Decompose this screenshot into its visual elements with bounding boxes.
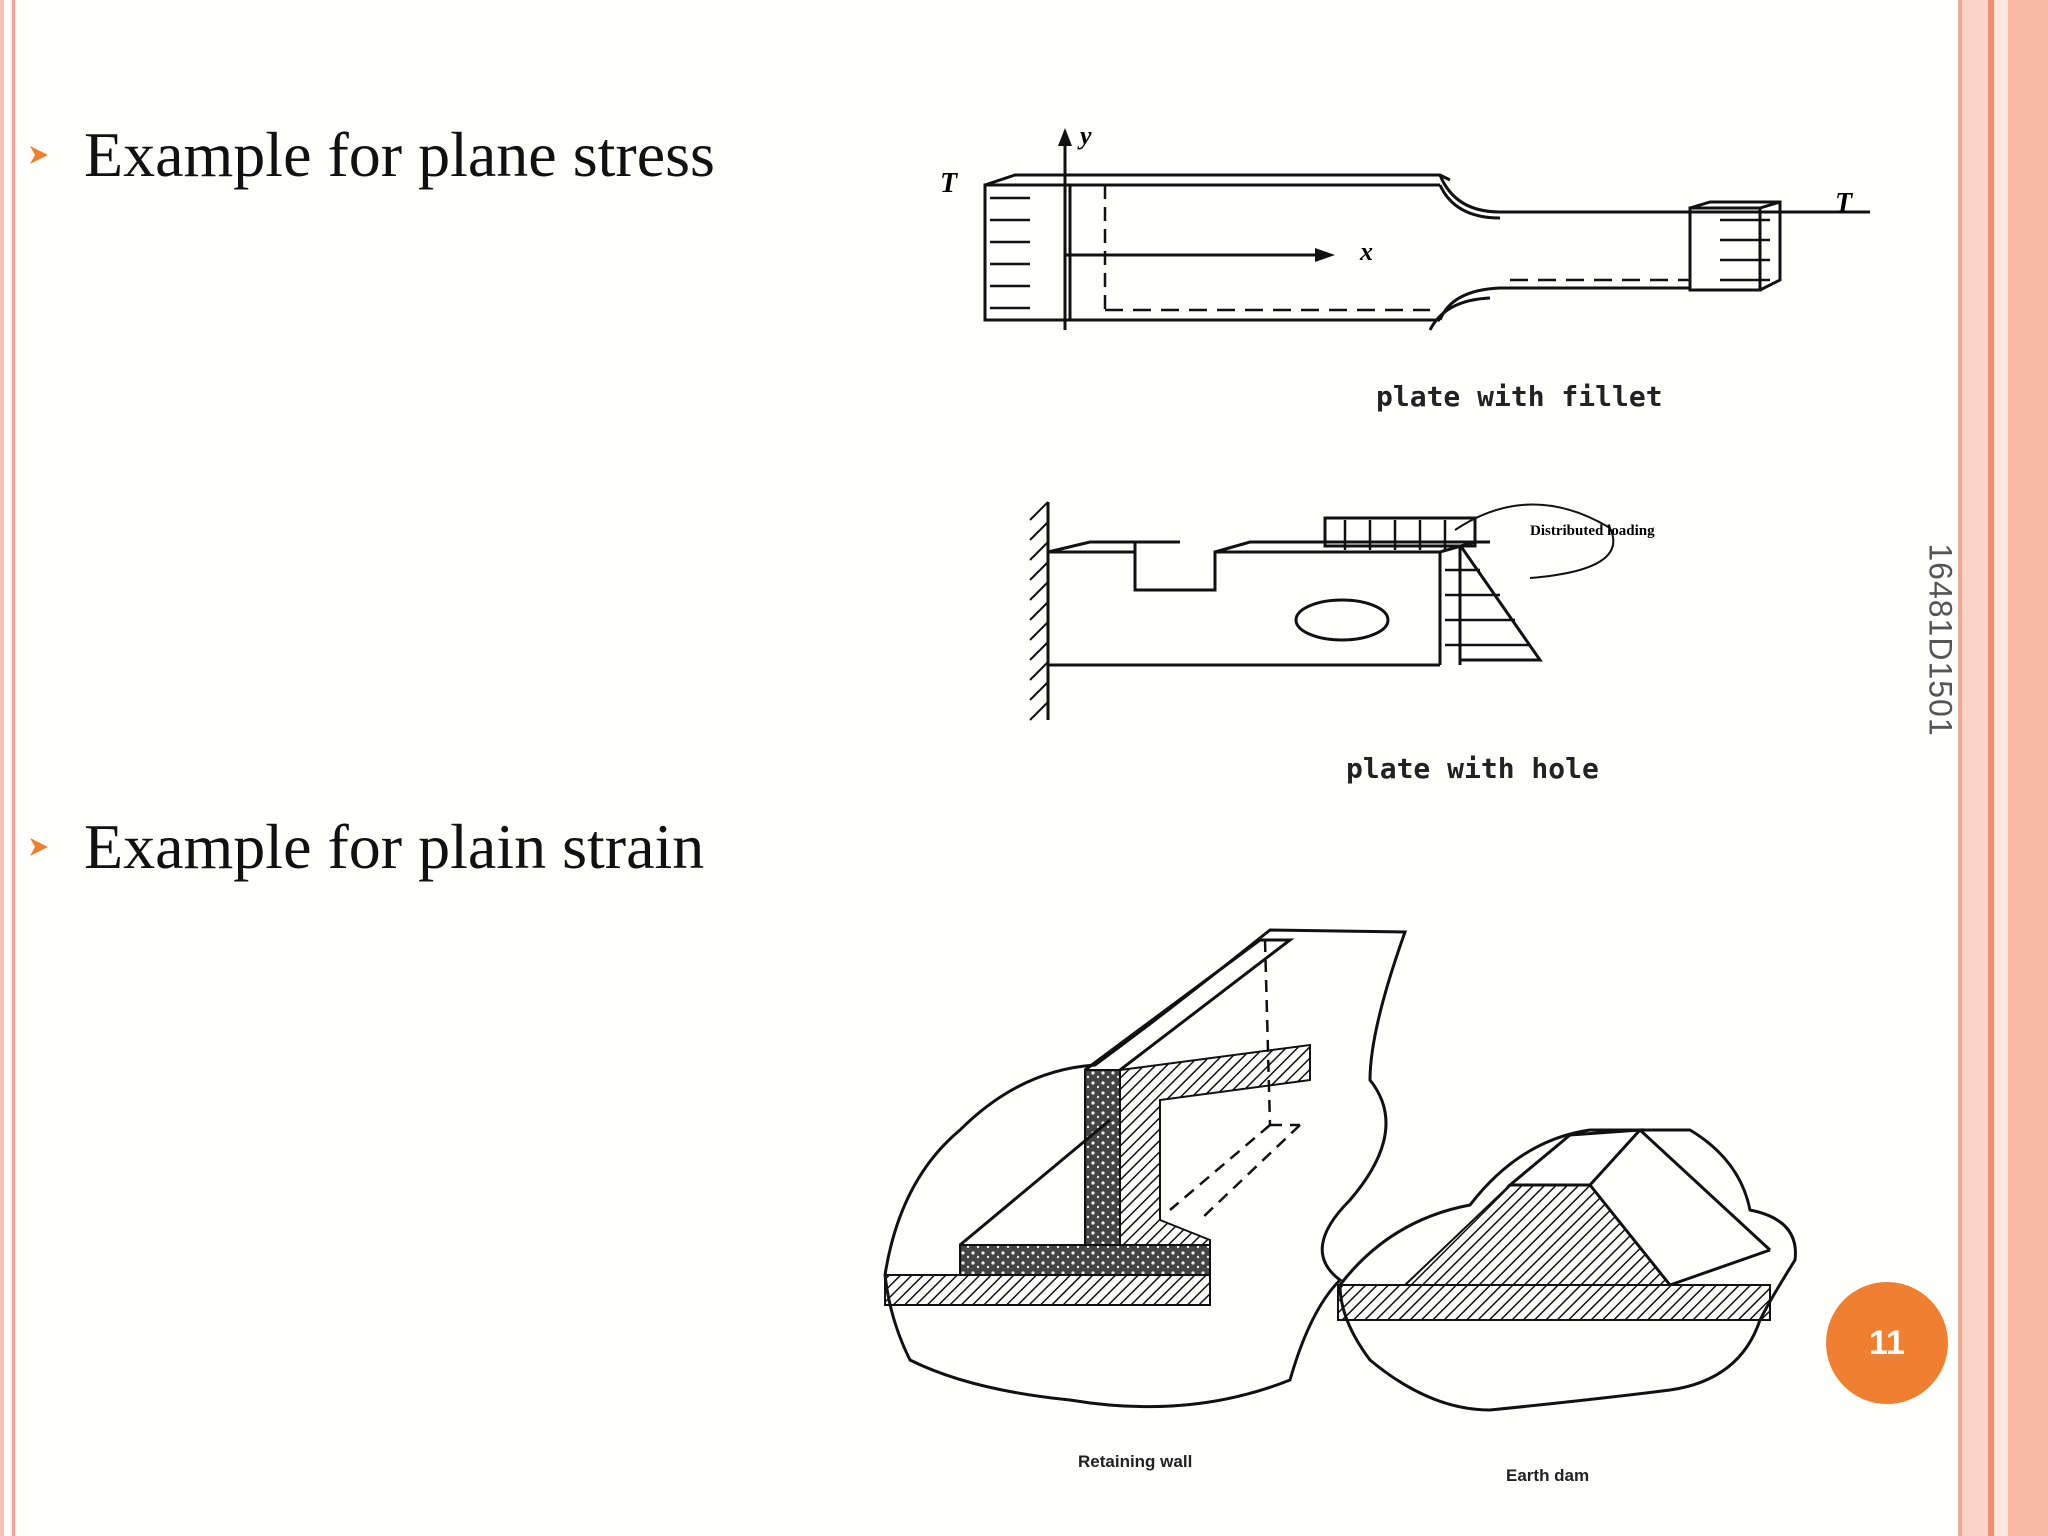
vertical-id-text: 16481D1501 — [1922, 543, 1959, 737]
right-border-outer — [1988, 0, 1994, 1536]
caption-plate-with-hole: plate with hole — [1346, 752, 1599, 785]
caption-retaining-wall: Retaining wall — [1078, 1452, 1193, 1471]
bullet-text: Example for plain strain — [84, 811, 705, 882]
right-traction-arrows — [1720, 218, 1770, 282]
right-border-gap — [1994, 0, 2008, 1536]
arrow-bullet-icon — [30, 146, 48, 164]
plate-with-fillet-figure: T T y x — [940, 121, 1870, 331]
bullet-text: Example for plane stress — [84, 119, 715, 190]
page-number-badge: 11 — [1826, 1282, 1948, 1404]
plane-strain-figure: Retaining wall — [883, 928, 1797, 1412]
distributed-load-arrows — [1343, 520, 1530, 647]
bullet-plane-stress: Example for plane stress — [28, 118, 715, 192]
label-T-right: T — [1835, 188, 1854, 219]
label-T-left: T — [940, 168, 959, 199]
axis-y-label: y — [1077, 121, 1092, 150]
right-border-band — [1962, 0, 1988, 1536]
right-border-edge — [2008, 0, 2048, 1536]
caption-plate-with-fillet: plate with fillet — [1376, 380, 1663, 413]
right-border-inner — [1958, 0, 1962, 1536]
left-border-stripe — [0, 0, 4, 1536]
plate-with-hole-figure: Distributed loading — [1029, 501, 1655, 721]
vertical-id-label: 16481D1501 — [1920, 540, 1960, 740]
distributed-loading-label: Distributed loading — [1530, 523, 1655, 539]
y-axis-arrow-icon — [1058, 128, 1072, 146]
x-axis-arrow-icon — [1315, 248, 1335, 262]
left-border-line — [12, 0, 15, 1536]
wall-hatching — [1029, 501, 1049, 721]
axis-x-label: x — [1359, 237, 1373, 266]
arrow-bullet-icon — [30, 838, 48, 856]
bullet-plain-strain: Example for plain strain — [28, 810, 704, 884]
left-traction-arrows — [990, 196, 1030, 310]
caption-earth-dam: Earth dam — [1506, 1466, 1590, 1485]
